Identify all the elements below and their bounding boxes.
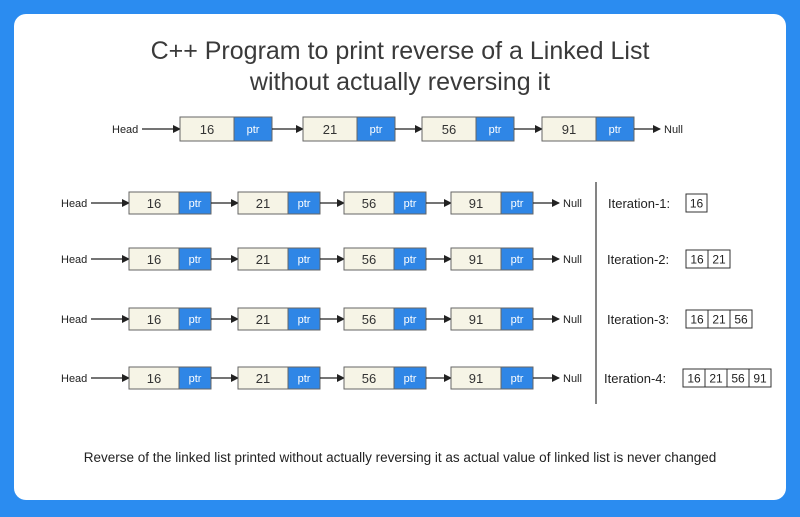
node-ptr-box xyxy=(356,116,396,142)
printed-value: 16 xyxy=(690,253,704,267)
page-title: C++ Program to print reverse of a Linked… xyxy=(14,36,786,98)
node-ptr-label: ptr xyxy=(370,124,383,136)
node-ptr-label: ptr xyxy=(511,198,524,210)
head-label: Head xyxy=(61,254,87,266)
node-value: 16 xyxy=(200,122,214,137)
node-value: 56 xyxy=(362,196,376,211)
node-value: 56 xyxy=(442,122,456,137)
node-ptr-label: ptr xyxy=(189,254,202,266)
node-value: 56 xyxy=(362,312,376,327)
node-value: 21 xyxy=(323,122,337,137)
node-value: 91 xyxy=(469,371,483,386)
printed-cell xyxy=(707,249,731,269)
node-value: 21 xyxy=(256,371,270,386)
node-value-box xyxy=(421,116,477,142)
node-ptr-label: ptr xyxy=(404,314,417,326)
node-value: 21 xyxy=(256,312,270,327)
node-ptr-label: ptr xyxy=(247,124,260,136)
printed-value: 91 xyxy=(753,372,767,386)
iteration-label: Iteration-3: xyxy=(607,312,669,327)
printed-cell xyxy=(748,368,772,388)
node-ptr-label: ptr xyxy=(189,373,202,385)
node-ptr-label: ptr xyxy=(489,124,502,136)
title-line-1: C++ Program to print reverse of a Linked… xyxy=(150,37,650,65)
node-value-box xyxy=(541,116,597,142)
node-value: 91 xyxy=(469,252,483,267)
node-value: 91 xyxy=(469,312,483,327)
node-value: 16 xyxy=(147,252,161,267)
null-label: Null xyxy=(664,124,683,136)
head-label: Head xyxy=(61,198,87,210)
node-value: 91 xyxy=(469,196,483,211)
node-ptr-label: ptr xyxy=(298,314,311,326)
node-ptr-label: ptr xyxy=(404,254,417,266)
caption: Reverse of the linked list printed witho… xyxy=(83,450,717,465)
node-ptr-label: ptr xyxy=(298,254,311,266)
printed-value: 16 xyxy=(690,197,704,211)
node-ptr-label: ptr xyxy=(189,198,202,210)
node-ptr-label: ptr xyxy=(298,198,311,210)
iteration-label: Iteration-4: xyxy=(604,371,666,386)
printed-value: 16 xyxy=(690,313,704,327)
printed-cell xyxy=(729,309,753,329)
node-value: 16 xyxy=(147,312,161,327)
null-label: Null xyxy=(563,314,582,326)
printed-cell xyxy=(685,193,708,213)
node-value: 56 xyxy=(362,371,376,386)
node-ptr-box xyxy=(475,116,515,142)
node-ptr-label: ptr xyxy=(298,373,311,385)
null-label: Null xyxy=(563,198,582,210)
node-ptr-label: ptr xyxy=(404,198,417,210)
node-value: 16 xyxy=(147,196,161,211)
iteration-label: Iteration-2: xyxy=(607,252,669,267)
node-value: 21 xyxy=(256,196,270,211)
title-line-2: without actually reversing it xyxy=(249,68,551,96)
null-label: Null xyxy=(563,373,582,385)
printed-value: 16 xyxy=(687,372,701,386)
node-ptr-label: ptr xyxy=(609,124,622,136)
head-label: Head xyxy=(61,373,87,385)
node-ptr-label: ptr xyxy=(511,314,524,326)
printed-value: 56 xyxy=(731,372,745,386)
node-value: 21 xyxy=(256,252,270,267)
node-value: 91 xyxy=(562,122,576,137)
printed-value: 21 xyxy=(712,253,726,267)
node-value: 56 xyxy=(362,252,376,267)
node-ptr-box xyxy=(233,116,273,142)
printed-value: 56 xyxy=(734,313,748,327)
head-label: Head xyxy=(112,124,138,136)
null-label: Null xyxy=(563,254,582,266)
iteration-label: Iteration-1: xyxy=(608,196,670,211)
node-value: 16 xyxy=(147,371,161,386)
node-ptr-label: ptr xyxy=(404,373,417,385)
printed-value: 21 xyxy=(709,372,723,386)
node-ptr-label: ptr xyxy=(511,254,524,266)
head-label: Head xyxy=(61,314,87,326)
printed-value: 21 xyxy=(712,313,726,327)
node-ptr-label: ptr xyxy=(189,314,202,326)
node-ptr-label: ptr xyxy=(511,373,524,385)
